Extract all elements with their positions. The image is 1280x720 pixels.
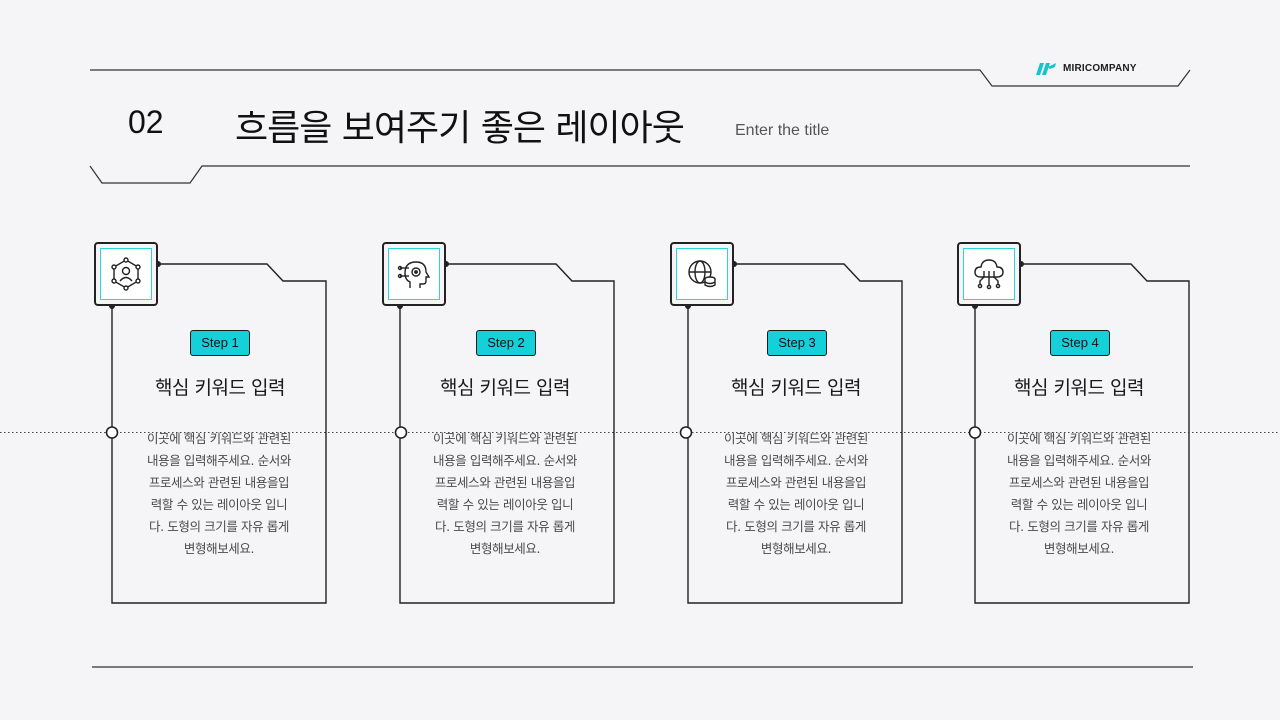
step-title: 핵심 키워드 입력 xyxy=(155,377,285,399)
section-number: 02 xyxy=(128,104,164,140)
brand-mark-icon xyxy=(1036,63,1056,75)
step-badge: Step 2 xyxy=(476,330,536,356)
step-title: 핵심 키워드 입력 xyxy=(440,377,570,399)
network-people-icon xyxy=(111,257,141,291)
step-icon-frame xyxy=(382,242,446,306)
step-icon-frame xyxy=(957,242,1021,306)
step-title: 핵심 키워드 입력 xyxy=(731,377,861,399)
globe-database-icon xyxy=(688,260,716,288)
ai-head-icon xyxy=(397,261,431,288)
brand-logo: MIRICOMPANY xyxy=(1036,61,1137,75)
brand-name: MIRICOMPANY xyxy=(1063,62,1137,74)
step-icon-frame xyxy=(94,242,158,306)
step-badge: Step 3 xyxy=(767,330,827,356)
page-subtitle: Enter the title xyxy=(735,122,830,139)
cloud-network-icon xyxy=(974,259,1004,290)
page-title: 흐름을 보여주기 좋은 레이아웃 xyxy=(235,108,685,149)
step-badge: Step 4 xyxy=(1050,330,1110,356)
step-title: 핵심 키워드 입력 xyxy=(1014,377,1144,399)
step-icon-frame xyxy=(670,242,734,306)
step-badge: Step 1 xyxy=(190,330,250,356)
